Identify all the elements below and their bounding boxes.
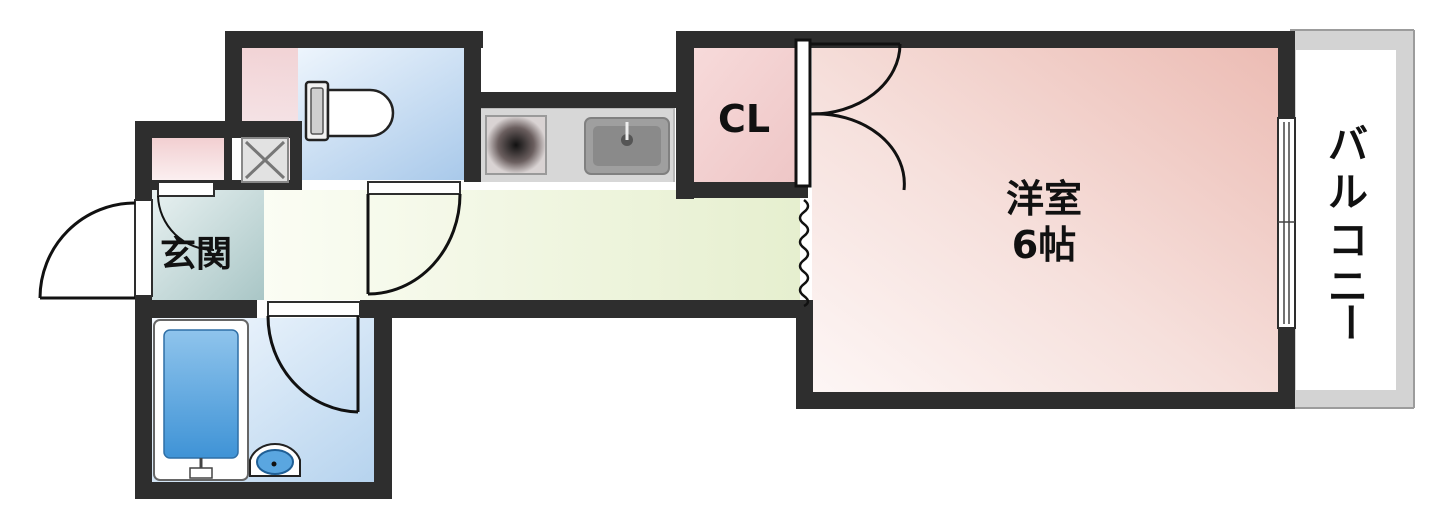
- toilet-icon: [304, 80, 395, 142]
- balcony-label: バ ル コ ニ ー: [1326, 122, 1372, 342]
- bathtub-icon: [153, 319, 249, 481]
- ventilation-icon: [241, 137, 289, 183]
- balcony-label-char: バ: [1328, 122, 1368, 168]
- shoe-cupboard-door: [157, 181, 215, 251]
- walls: [135, 31, 1295, 499]
- balcony-label-char: ル: [1328, 170, 1368, 216]
- accordion-curtain: [798, 199, 810, 308]
- wash-basin-icon: [249, 443, 301, 477]
- balcony-label-char: ニ: [1328, 264, 1368, 310]
- balcony-label-char: コ: [1328, 218, 1368, 264]
- stove-icon: [485, 115, 547, 175]
- sink-icon: [584, 117, 670, 175]
- room-name-label: 洋室: [1006, 177, 1082, 221]
- hallway-floor: [262, 190, 800, 300]
- shoe-storage-floor: [152, 138, 224, 180]
- entrance-door: [38, 199, 153, 300]
- kitchen-counter: [477, 107, 675, 185]
- closet-doors: [794, 38, 906, 191]
- closet-floor: [694, 48, 800, 182]
- balcony: [1290, 29, 1415, 409]
- closet-label: CL: [718, 97, 770, 141]
- balcony-window: [1277, 117, 1296, 329]
- western-room-floor: [812, 48, 1278, 392]
- balcony-label-char: ー: [1326, 302, 1372, 342]
- entrance-floor: [152, 190, 264, 300]
- bathroom-door: [266, 301, 361, 414]
- room-size-label: 6帖: [1012, 223, 1076, 267]
- toilet-door: [366, 181, 462, 296]
- entrance-label: 玄関: [160, 234, 232, 275]
